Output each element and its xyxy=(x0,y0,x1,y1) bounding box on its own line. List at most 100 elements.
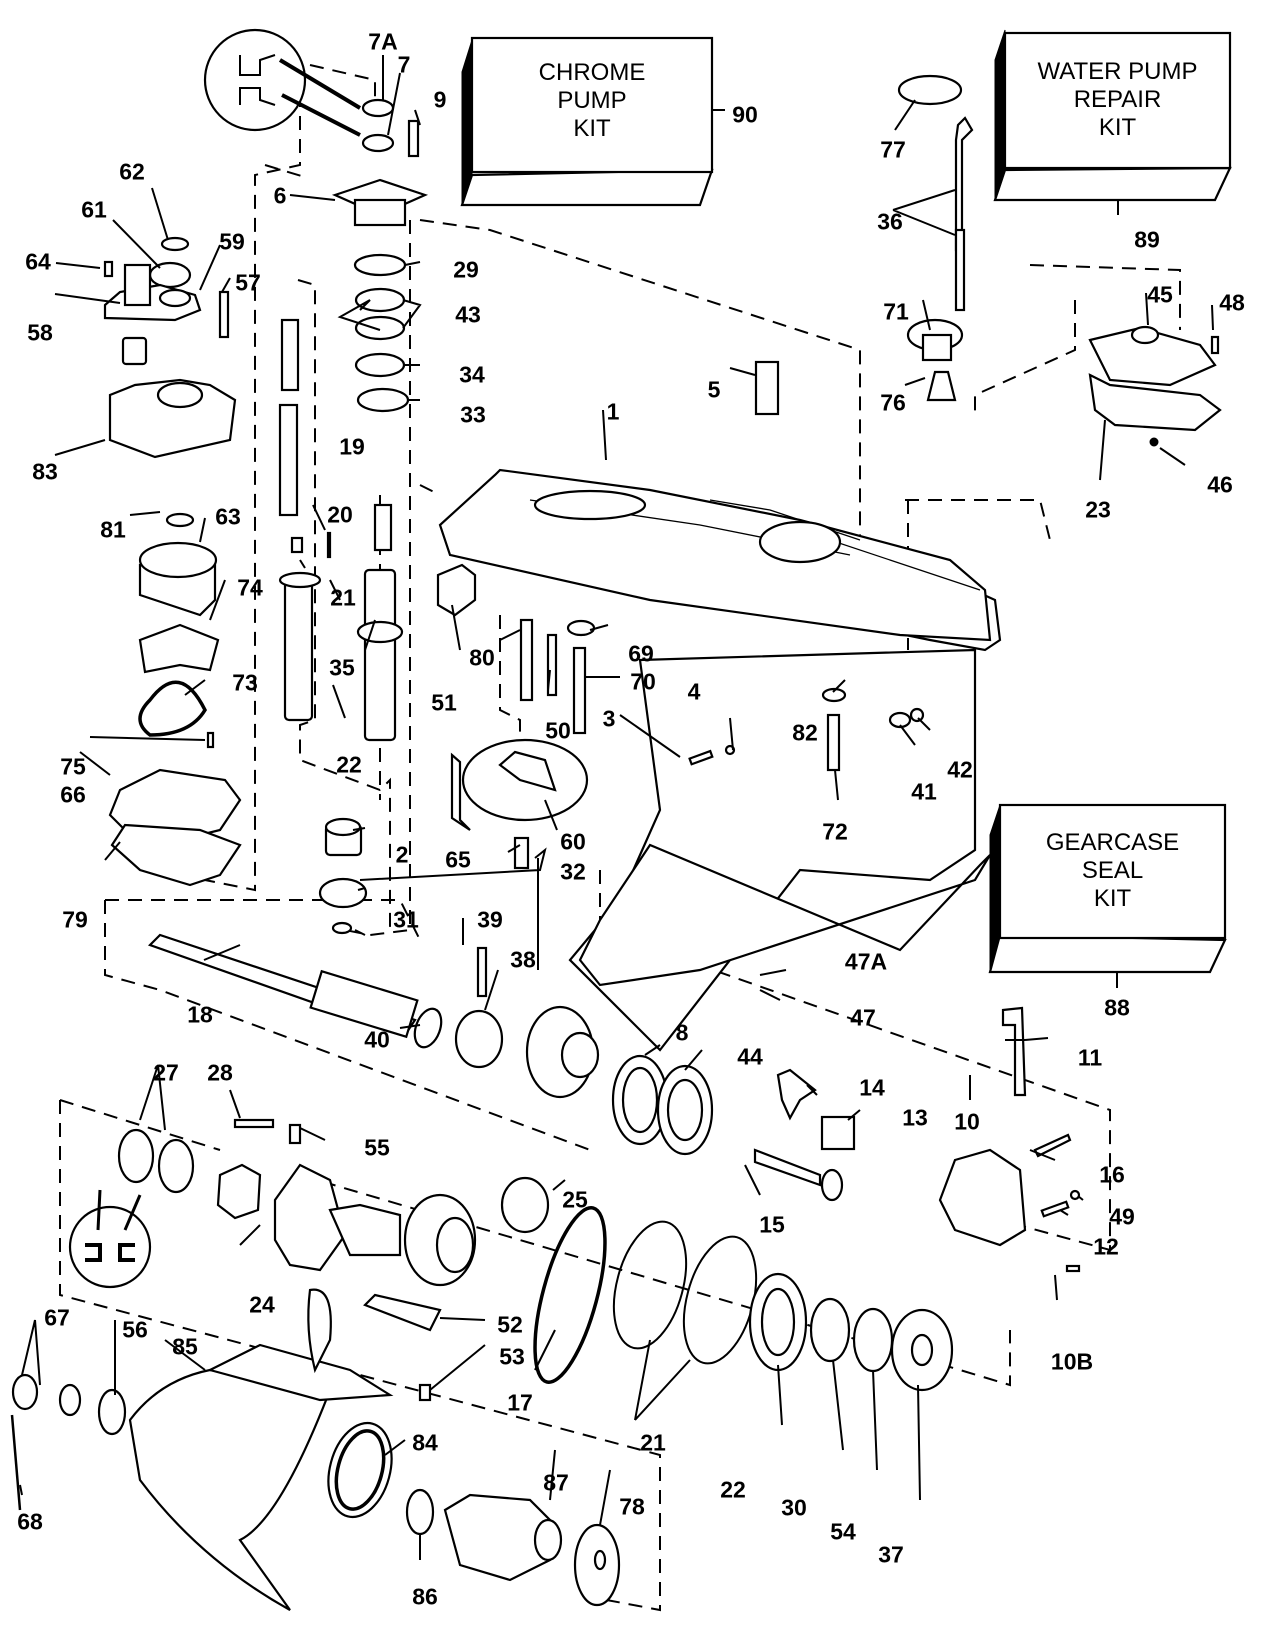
callout-2[interactable]: 2 xyxy=(395,841,409,868)
callout-84[interactable]: 84 xyxy=(412,1429,438,1456)
callout-36[interactable]: 36 xyxy=(877,208,903,235)
callout-54[interactable]: 54 xyxy=(830,1518,856,1545)
callout-38[interactable]: 38 xyxy=(510,946,536,973)
callout-86[interactable]: 86 xyxy=(412,1583,438,1610)
callout-73[interactable]: 73 xyxy=(232,669,258,696)
callout-3[interactable]: 3 xyxy=(602,705,616,732)
callout-61[interactable]: 61 xyxy=(81,196,107,223)
callout-51[interactable]: 51 xyxy=(431,689,457,716)
callout-45[interactable]: 45 xyxy=(1147,281,1173,308)
callout-14[interactable]: 14 xyxy=(859,1074,885,1101)
callout-7A[interactable]: 7A xyxy=(368,28,398,55)
callout-37[interactable]: 37 xyxy=(878,1541,904,1568)
callout-10[interactable]: 10 xyxy=(954,1108,980,1135)
callout-6[interactable]: 6 xyxy=(273,182,287,209)
callout-20[interactable]: 20 xyxy=(327,501,353,528)
callout-52[interactable]: 52 xyxy=(497,1311,523,1338)
callout-57[interactable]: 57 xyxy=(235,269,261,296)
callout-4[interactable]: 4 xyxy=(687,678,701,705)
callout-67[interactable]: 67 xyxy=(44,1304,70,1331)
callout-79[interactable]: 79 xyxy=(62,906,88,933)
callout-75[interactable]: 75 xyxy=(60,753,86,780)
callout-68[interactable]: 68 xyxy=(17,1508,43,1535)
callout-24[interactable]: 24 xyxy=(249,1291,275,1318)
callout-23[interactable]: 23 xyxy=(1085,496,1111,523)
callout-76[interactable]: 76 xyxy=(880,389,906,416)
callout-13[interactable]: 13 xyxy=(902,1104,928,1131)
callout-39[interactable]: 39 xyxy=(477,906,503,933)
kit-label-line: WATER PUMP xyxy=(1037,58,1198,85)
callout-19[interactable]: 19 xyxy=(339,433,365,460)
callout-74[interactable]: 74 xyxy=(237,574,263,601)
callout-55[interactable]: 55 xyxy=(364,1134,390,1161)
callout-83[interactable]: 83 xyxy=(32,458,58,485)
callout-77[interactable]: 77 xyxy=(880,136,906,163)
callout-41[interactable]: 41 xyxy=(911,778,937,805)
callout-87[interactable]: 87 xyxy=(543,1469,569,1496)
callout-21b[interactable]: 21 xyxy=(640,1429,666,1456)
callout-58[interactable]: 58 xyxy=(27,319,53,346)
callout-56[interactable]: 56 xyxy=(122,1316,148,1343)
callout-30[interactable]: 30 xyxy=(781,1494,807,1521)
callout-47[interactable]: 47 xyxy=(850,1004,876,1031)
callout-10B[interactable]: 10B xyxy=(1050,1348,1094,1375)
callout-80[interactable]: 80 xyxy=(469,644,495,671)
callout-42[interactable]: 42 xyxy=(947,756,973,783)
seal-detail-inset xyxy=(68,28,362,1289)
callout-71[interactable]: 71 xyxy=(883,298,909,325)
callout-8[interactable]: 8 xyxy=(675,1019,689,1046)
callout-25[interactable]: 25 xyxy=(562,1186,588,1213)
callout-65[interactable]: 65 xyxy=(445,846,471,873)
callout-89[interactable]: 89 xyxy=(1134,226,1160,253)
gearcase-housing xyxy=(438,468,1002,1052)
callout-40[interactable]: 40 xyxy=(364,1026,390,1053)
callout-72[interactable]: 72 xyxy=(822,818,848,845)
callout-15[interactable]: 15 xyxy=(759,1211,785,1238)
callout-35[interactable]: 35 xyxy=(329,654,355,681)
callout-29[interactable]: 29 xyxy=(453,256,479,283)
callout-90[interactable]: 90 xyxy=(732,101,758,128)
callout-66[interactable]: 66 xyxy=(60,781,86,808)
callout-17[interactable]: 17 xyxy=(507,1389,533,1416)
callout-47A[interactable]: 47A xyxy=(844,948,888,975)
callout-70[interactable]: 70 xyxy=(630,668,656,695)
callout-44[interactable]: 44 xyxy=(737,1043,763,1070)
callout-32[interactable]: 32 xyxy=(560,858,586,885)
callout-85[interactable]: 85 xyxy=(172,1333,198,1360)
callout-48[interactable]: 48 xyxy=(1219,289,1245,316)
callout-63[interactable]: 63 xyxy=(215,503,241,530)
callout-60[interactable]: 60 xyxy=(560,828,586,855)
callout-50[interactable]: 50 xyxy=(545,717,571,744)
callout-34[interactable]: 34 xyxy=(459,361,485,388)
kit-label-line: PUMP xyxy=(557,87,627,114)
callout-18[interactable]: 18 xyxy=(187,1001,213,1028)
callout-28[interactable]: 28 xyxy=(207,1059,233,1086)
callout-62[interactable]: 62 xyxy=(119,158,145,185)
callout-88[interactable]: 88 xyxy=(1104,994,1130,1021)
callout-22b[interactable]: 22 xyxy=(720,1476,746,1503)
callout-59[interactable]: 59 xyxy=(219,228,245,255)
callout-43[interactable]: 43 xyxy=(455,301,481,328)
callout-22[interactable]: 22 xyxy=(336,751,362,778)
callout-69[interactable]: 69 xyxy=(628,640,654,667)
callout-27[interactable]: 27 xyxy=(153,1059,179,1086)
callout-7[interactable]: 7 xyxy=(397,51,411,78)
callout-81[interactable]: 81 xyxy=(100,516,126,543)
callout-82[interactable]: 82 xyxy=(792,719,818,746)
callout-11[interactable]: 11 xyxy=(1077,1044,1103,1071)
callout-46[interactable]: 46 xyxy=(1207,471,1233,498)
callout-64[interactable]: 64 xyxy=(25,248,51,275)
callout-1[interactable]: 1 xyxy=(606,398,620,425)
callout-78[interactable]: 78 xyxy=(619,1493,645,1520)
callout-9[interactable]: 9 xyxy=(433,86,447,113)
callout-31[interactable]: 31 xyxy=(393,906,419,933)
callout-16[interactable]: 16 xyxy=(1099,1161,1125,1188)
callout-5[interactable]: 5 xyxy=(707,376,721,403)
callout-33[interactable]: 33 xyxy=(460,401,486,428)
callout-21[interactable]: 21 xyxy=(330,584,356,611)
callout-12[interactable]: 12 xyxy=(1093,1233,1119,1260)
assembly-guides xyxy=(59,64,1181,1612)
callout-49[interactable]: 49 xyxy=(1109,1203,1135,1230)
callout-53[interactable]: 53 xyxy=(499,1343,525,1370)
